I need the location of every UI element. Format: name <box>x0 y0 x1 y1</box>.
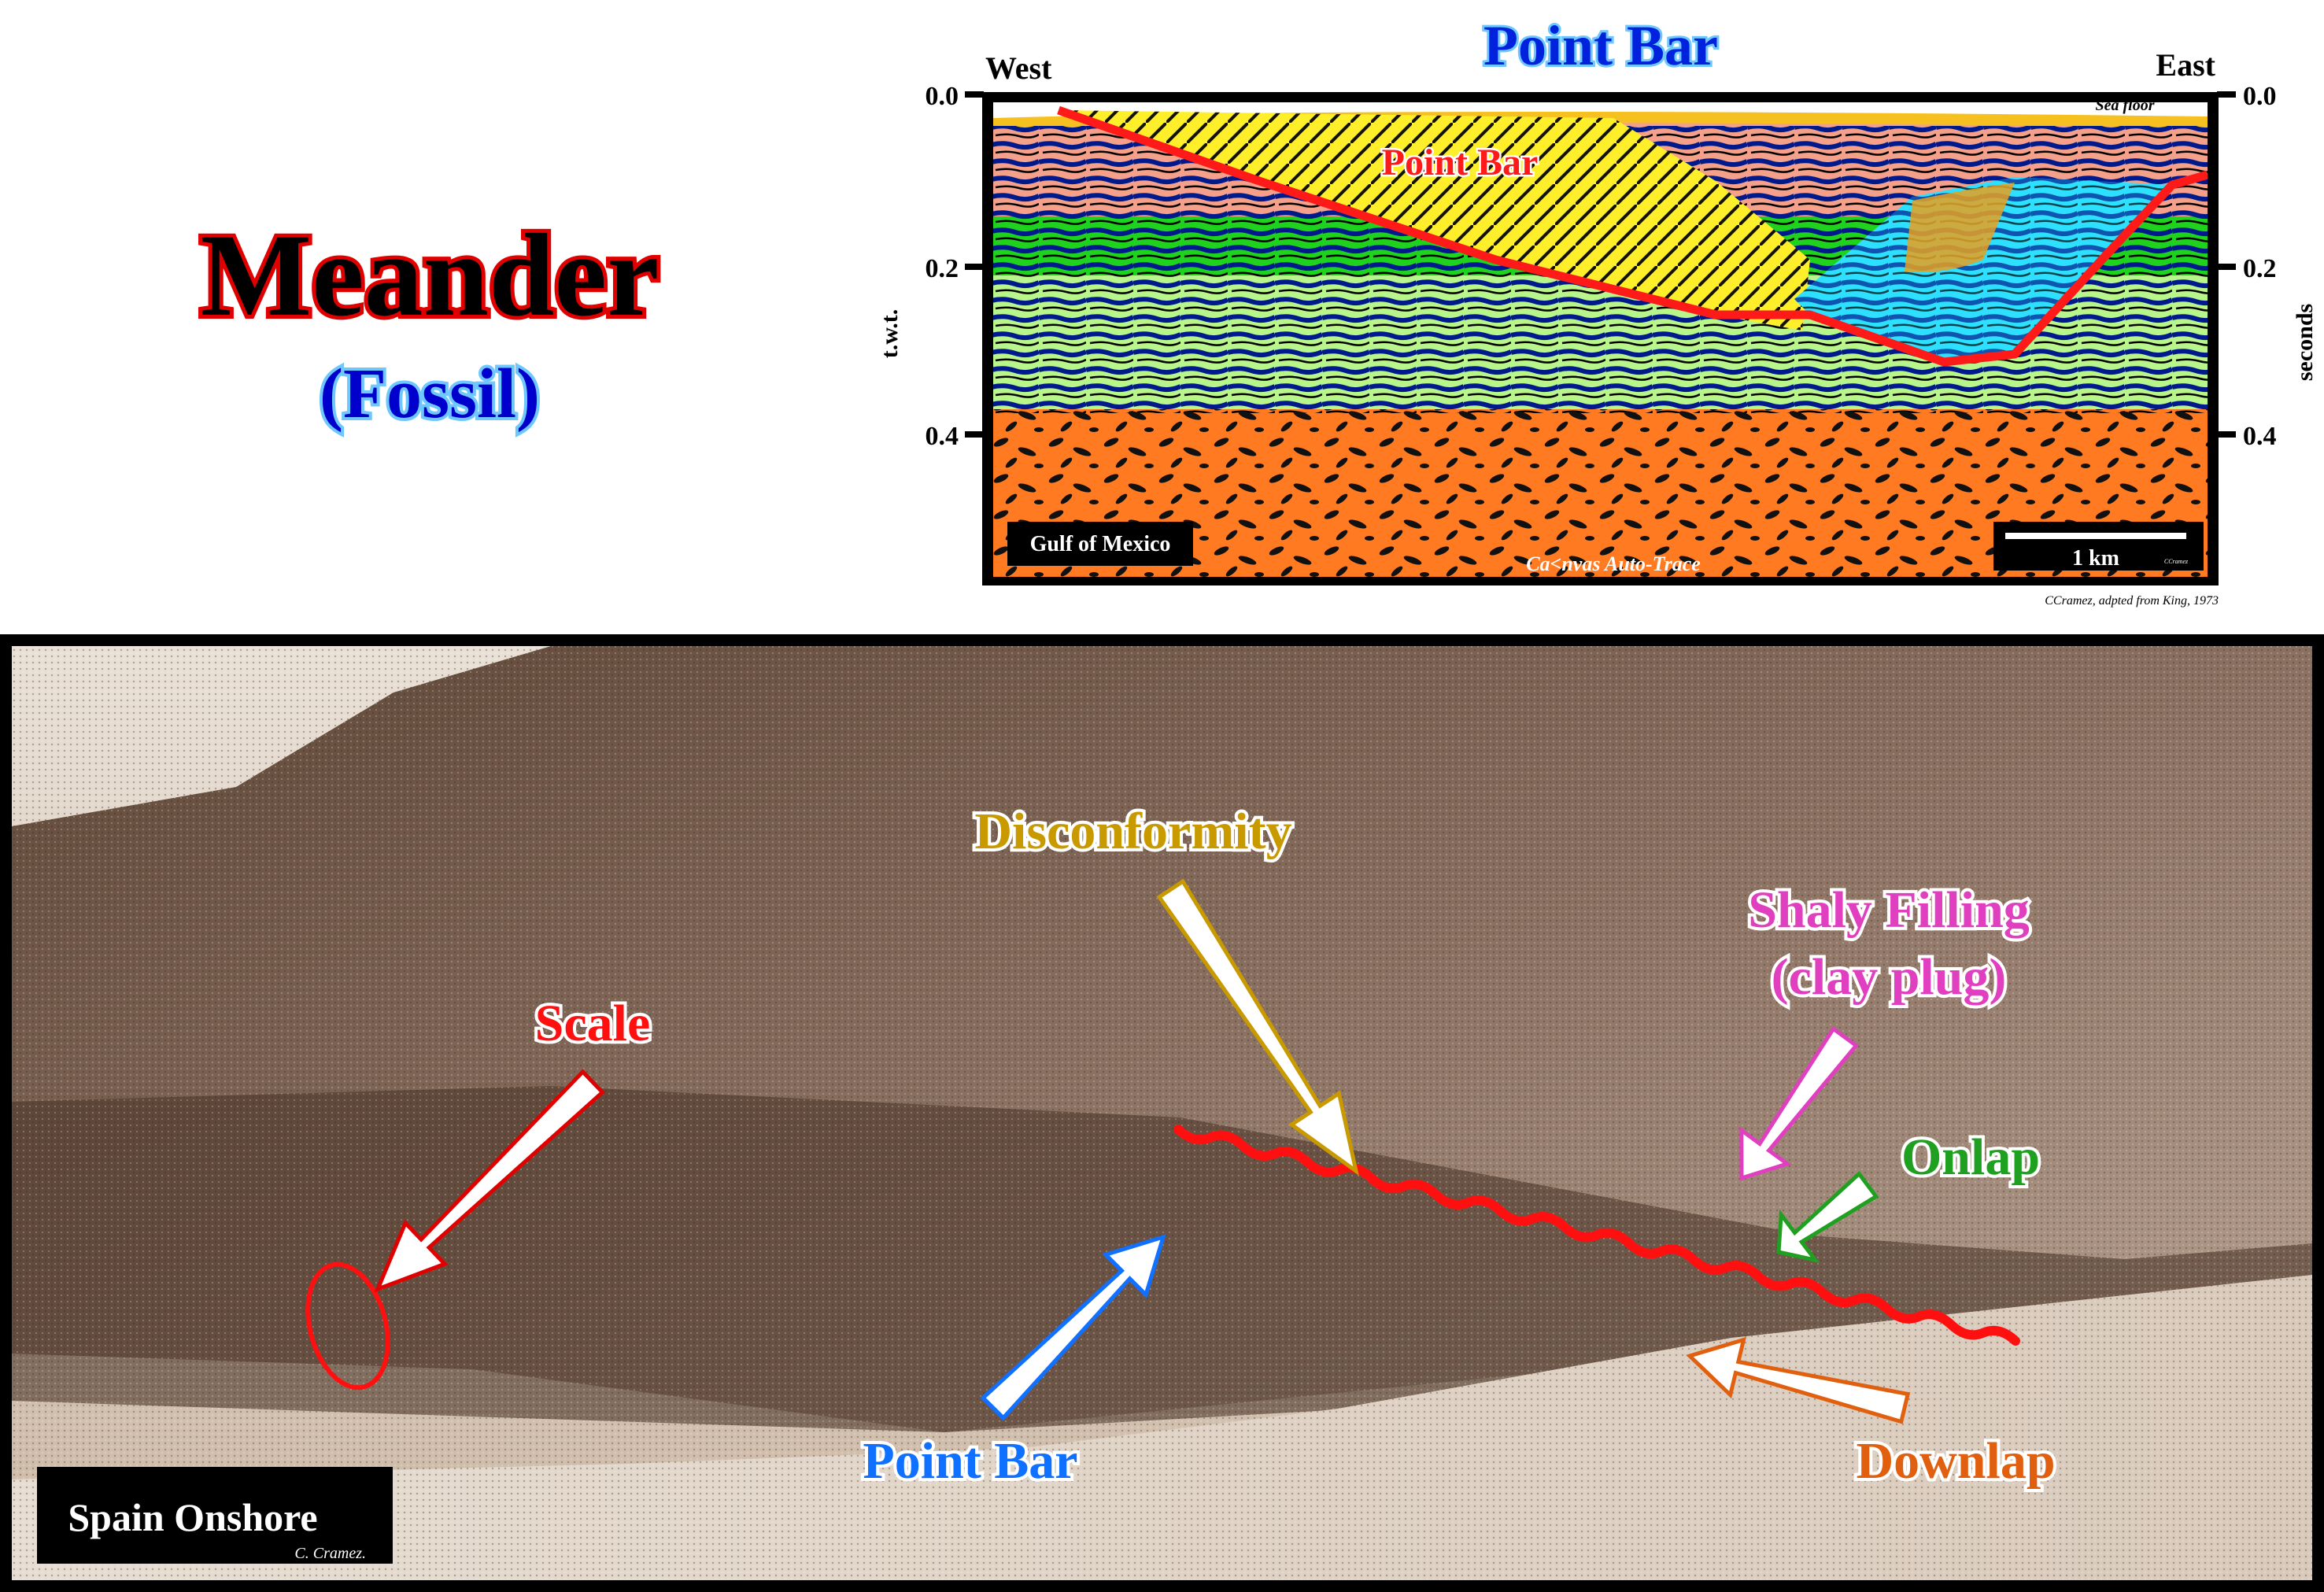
tick-right-2: 0.4 <box>2243 422 2277 451</box>
onlap-arrow <box>1776 1170 1879 1263</box>
outcrop-photo: Disconformity Shaly Filling (clay plug) … <box>0 634 2324 1592</box>
tick-right-0: 0.0 <box>2243 82 2277 111</box>
erosion-surface <box>1057 105 2208 367</box>
shaly-filling-arrow <box>1739 1025 1860 1181</box>
scale-credit: CCramez <box>2164 558 2189 565</box>
point-bar-photo-label: Point Bar <box>863 1432 1077 1490</box>
downlap-arrow <box>1686 1336 1911 1424</box>
disconformity-label: Disconformity <box>974 803 1291 860</box>
seismic-credit: CCramez, adpted from King, 1973 <box>2045 594 2219 608</box>
photo-location-label: Spain Onshore <box>68 1495 317 1539</box>
scale-label-photo: Scale <box>535 995 651 1052</box>
tick-left-1: 0.2 <box>926 254 959 283</box>
sea-floor-label: Sea floor <box>2096 97 2155 114</box>
east-label: East <box>2156 47 2215 83</box>
shaly-filling-label: Shaly Filling <box>1748 881 2030 939</box>
location-label: Gulf of Mexico <box>1030 532 1171 556</box>
right-axis: 0.0 0.2 0.4 seconds <box>2217 82 2318 451</box>
photo-author: C. Cramez. <box>294 1545 366 1562</box>
software-label: Ca<nvas Auto-Trace <box>1526 552 1701 575</box>
scale-label: 1 km <box>2072 546 2119 571</box>
seismic-section: Point Bar West East Sea floor Point Bar … <box>877 12 2318 608</box>
scale-bar: 1 km CCramez <box>1993 522 2204 571</box>
tick-right-1: 0.2 <box>2243 254 2277 283</box>
tick-left-0: 0.0 <box>926 82 959 111</box>
point-bar-arrow <box>980 1234 1166 1421</box>
left-axis-label: t.w.t. <box>877 309 903 359</box>
scale-ellipse <box>305 1261 390 1391</box>
point-bar-seismic-label: Point Bar <box>1382 142 1539 183</box>
scale-arrow <box>374 1069 606 1293</box>
seismic-title: Point Bar <box>1483 14 1718 77</box>
left-axis: 0.0 0.2 0.4 t.w.t. <box>877 82 984 451</box>
onlap-label: Onlap <box>1901 1128 2040 1186</box>
tick-left-2: 0.4 <box>926 422 959 451</box>
right-axis-label: seconds <box>2292 304 2318 381</box>
location-box <box>1007 522 1193 566</box>
west-label: West <box>985 50 1052 86</box>
main-subtitle: (Fossil) <box>320 355 540 433</box>
downlap-label: Downlap <box>1856 1432 2055 1490</box>
clay-plug-label: (clay plug) <box>1772 948 2007 1006</box>
photo-location-box <box>37 1467 393 1564</box>
disconformity-arrow <box>1156 878 1359 1176</box>
main-title: Meander <box>200 210 659 341</box>
disconformity-line <box>1173 1125 2020 1346</box>
